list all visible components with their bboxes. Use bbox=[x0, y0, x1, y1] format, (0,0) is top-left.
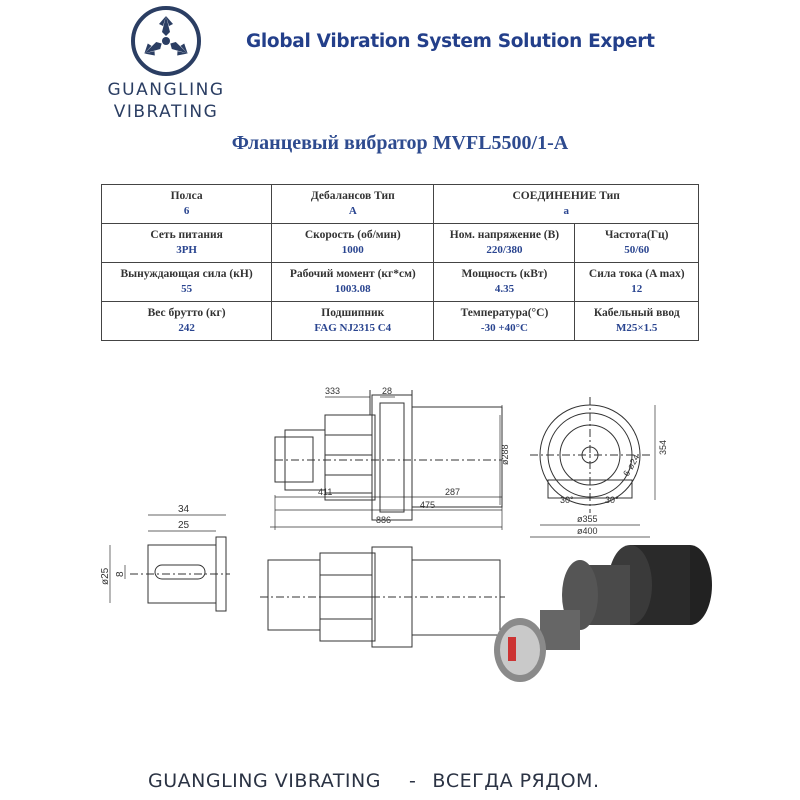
side-view-drawing bbox=[274, 390, 503, 521]
spec-value: 220/380 bbox=[486, 244, 523, 256]
brand-name-line1: GUANGLING bbox=[107, 80, 225, 100]
footer-brand: GUANGLING VIBRATING bbox=[148, 770, 381, 792]
spec-label: Кабельный ввод bbox=[593, 307, 680, 319]
footer-tagline: ВСЕГДА РЯДОМ. bbox=[432, 770, 600, 792]
dim-label: 333 bbox=[325, 386, 340, 396]
page-title: Фланцевый вибратор MVFL5500/1-A bbox=[231, 132, 569, 154]
spec-cell: Сила тока (A max) 12 bbox=[574, 262, 699, 302]
spec-cell: Скорость (об/мин) 1000 bbox=[271, 223, 435, 263]
shaft-detail-drawing bbox=[109, 514, 230, 612]
spec-label: Сеть питания bbox=[150, 229, 223, 241]
spec-label: Скорость (об/мин) bbox=[304, 229, 401, 241]
spec-value: -30 +40°C bbox=[480, 322, 528, 334]
spec-value: 6 bbox=[183, 205, 190, 217]
spec-cell: Полса 6 bbox=[100, 184, 273, 224]
dim-label: 28 bbox=[382, 386, 392, 396]
dim-label: 411 bbox=[318, 487, 332, 497]
spec-value: a bbox=[563, 205, 569, 217]
spec-cell: Частота(Гц) 50/60 bbox=[574, 223, 699, 263]
spec-value: 4.35 bbox=[494, 283, 515, 295]
dim-label: ø355 bbox=[577, 514, 598, 524]
spec-value: M25×1.5 bbox=[616, 322, 658, 334]
dim-label: ø400 bbox=[577, 526, 598, 536]
spec-cell: Вынуждающая сила (кН) 55 bbox=[100, 262, 273, 302]
spec-value: 1000 bbox=[341, 244, 364, 256]
front-view-drawing bbox=[530, 397, 656, 538]
spec-value: 50/60 bbox=[624, 244, 650, 256]
spec-cell: Рабочий момент (кг*см) 1003.08 bbox=[271, 262, 435, 302]
spec-cell: Температура(°C) -30 +40°C bbox=[433, 301, 576, 341]
spec-value: 12 bbox=[631, 283, 643, 295]
side-dimension-lines bbox=[270, 396, 503, 530]
spec-value: 55 bbox=[181, 283, 193, 295]
dim-label: 34 bbox=[178, 504, 190, 515]
top-view-drawing bbox=[260, 546, 505, 648]
dim-label: 30° bbox=[605, 495, 619, 505]
dim-label: 354 bbox=[658, 440, 668, 455]
spec-cell: СОЕДИНЕНИЕ Тип a bbox=[433, 184, 699, 224]
spec-label: Мощность (кВт) bbox=[461, 268, 548, 280]
dim-label: 475 bbox=[420, 500, 435, 510]
footer-slogan: GUANGLING VIBRATING -ВСЕГДА РЯДОМ. bbox=[148, 770, 600, 792]
logo-emblem-icon bbox=[131, 6, 201, 76]
spec-label: Подшипник bbox=[321, 307, 385, 319]
dim-label: 25 bbox=[178, 520, 190, 531]
spec-label: Вынуждающая сила (кН) bbox=[120, 268, 253, 280]
tagline: Global Vibration System Solution Expert bbox=[246, 31, 655, 52]
dim-label: 30° bbox=[560, 495, 574, 505]
dim-label: 886 bbox=[376, 515, 391, 525]
spec-value: A bbox=[348, 205, 357, 217]
spec-cell: Мощность (кВт) 4.35 bbox=[433, 262, 576, 302]
spec-label: Температура(°C) bbox=[460, 307, 549, 319]
footer-separator: - bbox=[408, 770, 417, 792]
table-row: Вынуждающая сила (кН) 55 Рабочий момент (… bbox=[100, 262, 699, 302]
dim-label: 8 bbox=[115, 571, 126, 577]
company-logo: GUANGLING VIBRATING bbox=[96, 4, 236, 124]
technical-drawing: 333 28 411 287 475 886 ø288 354 6-ø24 30… bbox=[100, 386, 712, 682]
spec-label: Сила тока (A max) bbox=[588, 268, 685, 280]
product-3d-render bbox=[494, 545, 712, 682]
spec-label: Рабочий момент (кг*см) bbox=[289, 268, 416, 280]
spec-label: Вес брутто (кг) bbox=[147, 307, 226, 319]
table-row: Сеть питания 3PH Скорость (об/мин) 1000 Но… bbox=[100, 223, 699, 263]
spec-value: 1003.08 bbox=[334, 283, 371, 295]
spec-cell: Сеть питания 3PH bbox=[100, 223, 273, 263]
brand-name-line2: VIBRATING bbox=[113, 102, 219, 122]
spec-cell: Ном. напряжение (В) 220/380 bbox=[433, 223, 576, 263]
spec-value: 3PH bbox=[176, 244, 197, 256]
dim-label: 287 bbox=[445, 487, 460, 497]
spec-cell: Вес брутто (кг) 242 bbox=[100, 301, 273, 341]
spec-label: Полса bbox=[170, 190, 203, 202]
spec-label: Ном. напряжение (В) bbox=[449, 229, 560, 241]
spec-value: FAG NJ2315 C4 bbox=[314, 322, 392, 334]
spec-label: Дебалансов Тип bbox=[310, 190, 395, 202]
spec-label: СОЕДИНЕНИЕ Тип bbox=[512, 190, 620, 202]
spec-label: Частота(Гц) bbox=[604, 229, 669, 241]
dim-label: ø25 bbox=[100, 567, 111, 585]
dim-label: ø288 bbox=[500, 444, 510, 465]
spec-value: 242 bbox=[178, 322, 195, 334]
